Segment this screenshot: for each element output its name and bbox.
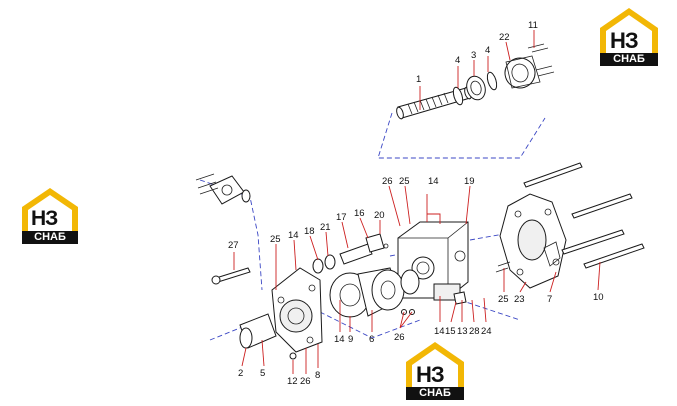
callout-c26c: 26 (300, 376, 311, 387)
brand-logo-left: НЗ СНАБ (18, 186, 82, 246)
brand-mark: НЗ (31, 207, 58, 230)
callout-c21: 21 (320, 222, 331, 233)
callout-c20: 20 (374, 210, 385, 221)
callout-c9: 9 (348, 334, 353, 345)
brand-name: СНАБ (22, 231, 78, 244)
callout-c22: 22 (499, 32, 510, 43)
callout-c19: 19 (464, 176, 475, 187)
brand-name: СНАБ (600, 53, 658, 66)
callout-c14a: 14 (428, 176, 439, 187)
callout-c14d: 14 (434, 326, 445, 337)
end-cover-plate (499, 193, 567, 289)
callout-c25b: 25 (270, 234, 281, 245)
callout-c3: 3 (471, 50, 476, 61)
callout-c10: 10 (593, 292, 604, 303)
small-fasteners (289, 261, 511, 360)
callout-c6: 6 (369, 334, 374, 345)
callout-c25c: 25 (498, 294, 509, 305)
bearing-and-seals (452, 55, 541, 106)
callout-c8: 8 (315, 370, 320, 381)
house-frame-icon (600, 8, 658, 62)
brand-logo-top-right: НЗ СНАБ (596, 6, 662, 68)
brand-logo-bottom: НЗ СНАБ (402, 340, 468, 402)
house-frame-icon (22, 188, 78, 240)
callout-c23: 23 (514, 294, 525, 305)
cover-screws (527, 43, 555, 77)
brand-mark: НЗ (416, 362, 445, 387)
callout-c24: 24 (481, 326, 492, 337)
callout-c15: 15 (445, 326, 456, 337)
control-valve (312, 233, 389, 274)
callout-c4a: 4 (455, 55, 460, 66)
callout-c16: 16 (354, 208, 365, 219)
callout-c5: 5 (260, 368, 265, 379)
callout-c11: 11 (528, 20, 538, 31)
callout-c12: 12 (287, 376, 298, 387)
callout-c25a: 25 (399, 176, 410, 187)
short-bolt (211, 267, 251, 285)
callout-c1: 1 (416, 74, 421, 85)
brand-mark: НЗ (610, 28, 639, 53)
callout-c28: 28 (469, 326, 480, 337)
front-flange-housing (239, 267, 323, 353)
brand-name: СНАБ (406, 387, 464, 400)
callout-c17: 17 (336, 212, 347, 223)
long-bolts (523, 162, 645, 269)
callout-c2: 2 (238, 368, 243, 379)
callout-c26a: 26 (382, 176, 393, 187)
side-port-flange (195, 173, 251, 205)
callout-c7: 7 (547, 294, 552, 305)
house-frame-icon (406, 342, 464, 396)
callout-c26b: 26 (394, 332, 405, 343)
callout-c14c: 14 (334, 334, 345, 345)
callout-labels: 1 4 3 4 22 11 26 25 14 19 16 20 17 21 18… (228, 20, 604, 387)
callout-c27: 27 (228, 240, 239, 251)
callout-c13: 13 (457, 326, 468, 337)
callout-c14b: 14 (288, 230, 299, 241)
callout-c4b: 4 (485, 45, 490, 56)
callout-c18: 18 (304, 226, 315, 237)
leader-lines (233, 30, 601, 374)
